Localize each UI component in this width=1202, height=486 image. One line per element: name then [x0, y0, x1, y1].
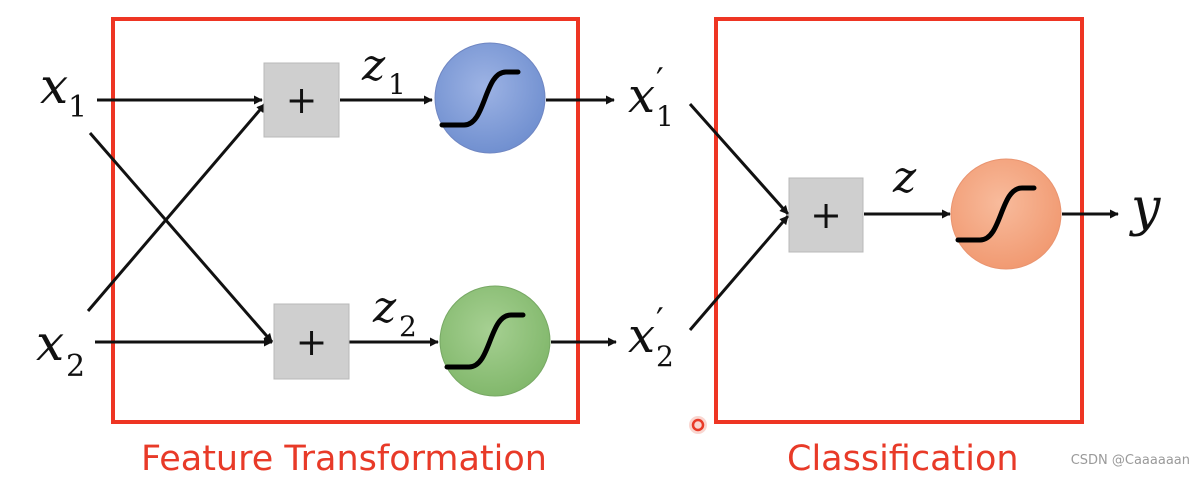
symbol-subscript: 2	[399, 310, 417, 343]
symbol-subscript: 2	[656, 340, 674, 373]
plus-box-icon	[273, 303, 350, 380]
symbol-base: z	[372, 282, 397, 333]
edge-x1-to-sum2	[88, 132, 274, 343]
plus-box-icon	[263, 62, 340, 138]
feature-transformation-caption: Feature Transformation	[141, 439, 547, 479]
plus-box-icon	[788, 177, 864, 253]
classification-caption: Classification	[787, 439, 1019, 479]
classification-panel	[714, 17, 1084, 424]
feature-transformation-panel	[111, 17, 580, 424]
neuron-1	[434, 42, 546, 154]
symbol-base: z	[361, 40, 386, 91]
symbol-subscript: 1	[68, 90, 87, 125]
output-z-label: z	[892, 152, 917, 203]
symbol-subscript: 1	[656, 100, 674, 133]
transformed-x1-label: x ′ 1	[628, 61, 674, 133]
sum-symbol: +	[296, 320, 328, 364]
input-x2-label: x 2	[36, 314, 85, 384]
neuron-2	[439, 285, 551, 397]
sum-symbol: +	[810, 193, 842, 237]
input-x1-label: x 1	[40, 57, 87, 125]
symbol-subscript: 2	[66, 349, 85, 384]
edge-x2-to-sum1	[86, 103, 267, 312]
sigmoid-curve-icon	[439, 69, 521, 128]
sum-node-1: +	[263, 62, 340, 138]
hidden-z2-label: z 2	[372, 282, 417, 343]
neuron-circle	[950, 158, 1062, 270]
edge-x2prime-to-sum3	[688, 215, 790, 331]
symbol-base: x	[40, 57, 68, 115]
output-y-label: y	[1129, 178, 1161, 238]
symbol-subscript: 1	[388, 68, 406, 101]
sigmoid-curve-icon	[955, 185, 1037, 243]
neuron-circle	[434, 42, 546, 154]
sum-node-3: +	[788, 177, 864, 253]
watermark-text: CSDN @Caaaaaan	[1070, 453, 1190, 468]
sigmoid-curve-icon	[444, 312, 526, 370]
edge-x1prime-to-sum3	[688, 103, 790, 215]
hidden-z1-label: z 1	[361, 40, 406, 101]
sum-symbol: +	[286, 78, 318, 122]
pointer-marker	[689, 416, 707, 434]
symbol-base: x	[628, 68, 655, 124]
symbol-base: x	[36, 314, 64, 372]
symbol-base: x	[628, 308, 655, 364]
neuron-circle	[439, 285, 551, 397]
transformed-x2-label: x ′ 2	[628, 301, 674, 373]
sum-node-2: +	[273, 303, 350, 380]
symbol-prime: ′	[656, 301, 664, 341]
neuron-3	[950, 158, 1062, 270]
symbol-prime: ′	[656, 61, 664, 101]
